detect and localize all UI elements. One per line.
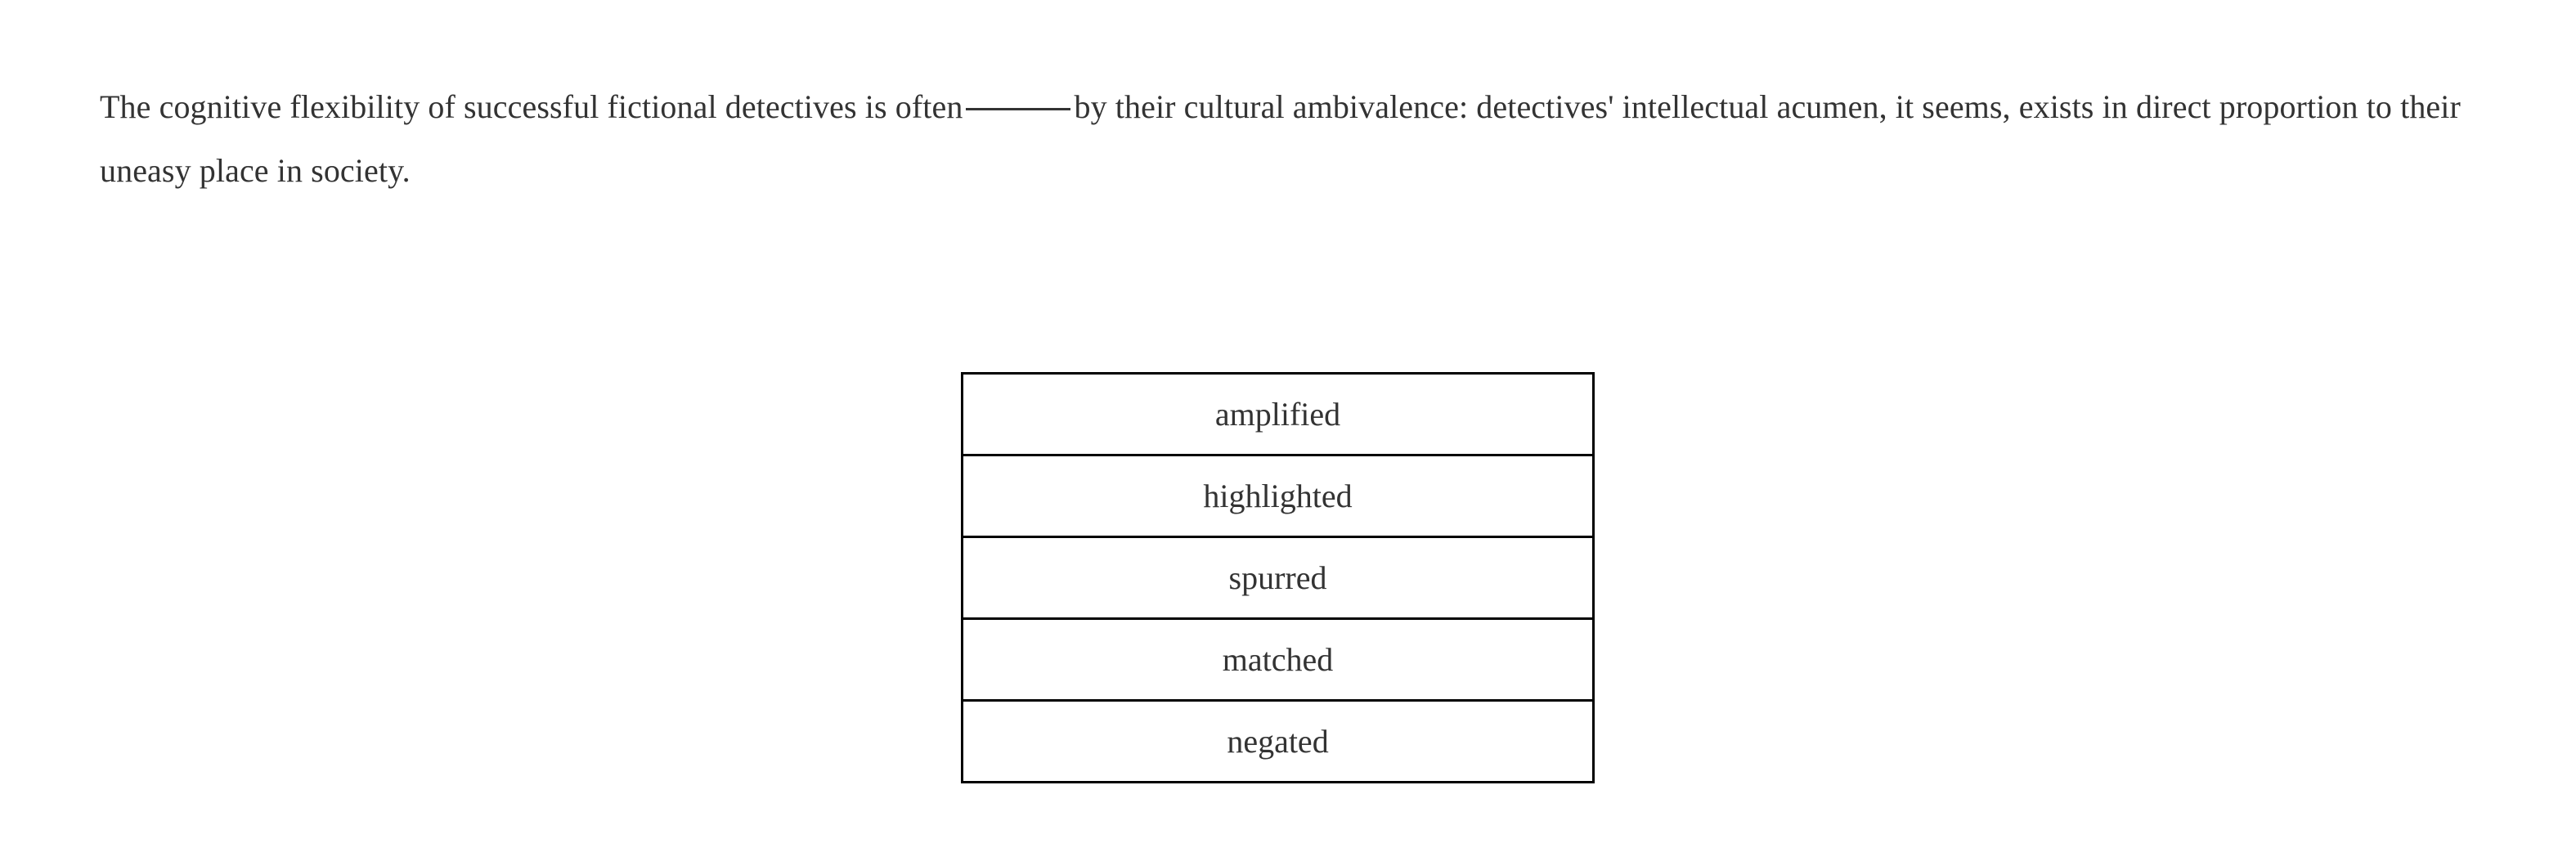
- answer-choices-body: amplified highlighted spurred matched ne…: [961, 372, 1595, 783]
- stem-text-after-blank: by their cultural ambivalence: detective…: [100, 88, 2461, 189]
- stem-text-before-blank: The cognitive flexibility of successful …: [100, 88, 963, 125]
- answer-choice-negated[interactable]: negated: [961, 699, 1595, 783]
- answer-choice-spurred[interactable]: spurred: [961, 536, 1595, 620]
- table-row[interactable]: spurred: [961, 536, 1595, 620]
- answer-choice-amplified[interactable]: amplified: [961, 372, 1595, 456]
- table-row[interactable]: matched: [961, 617, 1595, 702]
- answer-blank: [966, 81, 1071, 111]
- table-row[interactable]: amplified: [961, 372, 1595, 456]
- answer-choices-table: amplified highlighted spurred matched ne…: [961, 372, 1595, 783]
- table-row[interactable]: negated: [961, 699, 1595, 783]
- question-stem: The cognitive flexibility of successful …: [100, 75, 2471, 203]
- table-row[interactable]: highlighted: [961, 454, 1595, 538]
- answer-choice-matched[interactable]: matched: [961, 617, 1595, 702]
- answer-choice-highlighted[interactable]: highlighted: [961, 454, 1595, 538]
